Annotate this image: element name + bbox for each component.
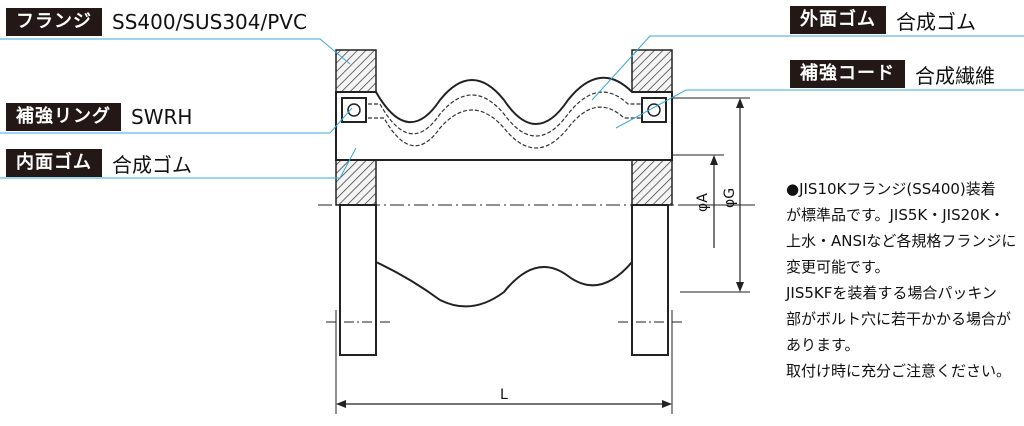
note-line: が標準品です。JIS5K・JIS20K・ bbox=[786, 206, 1005, 224]
note-line: ●JIS10Kフランジ(SS400)装着 bbox=[786, 180, 996, 198]
reinforcing-cord-material: 合成繊維 bbox=[915, 63, 995, 88]
reinforcing-cord-tag: 補強コード bbox=[790, 60, 905, 88]
note-line: JIS5KFを装着する場合パッキン bbox=[786, 284, 997, 302]
inner-rubber-material: 合成ゴム bbox=[112, 152, 192, 177]
reinforcing-cord-leader bbox=[615, 89, 1024, 129]
note-line: 取付け時に充分ご注意ください。 bbox=[786, 362, 1012, 380]
left-flange-outline bbox=[339, 204, 377, 356]
outer-rubber-label: 外面ゴム 合成ゴム bbox=[790, 6, 976, 34]
flange-tag: フランジ bbox=[6, 8, 102, 36]
note-line: 変更可能です。 bbox=[786, 258, 890, 276]
right-reinforcing-ring bbox=[641, 97, 667, 123]
flange-leader bbox=[0, 38, 351, 65]
reinforcing-ring-material: SWRH bbox=[131, 105, 193, 129]
bellows-section bbox=[335, 76, 673, 161]
outer-rubber-tag: 外面ゴム bbox=[790, 6, 886, 34]
right-flange-outline bbox=[631, 204, 669, 356]
inner-rubber-layer bbox=[344, 91, 664, 137]
outer-rubber-material: 合成ゴム bbox=[896, 9, 976, 34]
reinforcing-cord-label: 補強コード 合成繊維 bbox=[790, 60, 995, 88]
phi-a-label: φA bbox=[695, 193, 711, 212]
reinforcing-ring-tag: 補強リング bbox=[6, 103, 121, 131]
note-line: 上水・ANSIなど各規格フランジに bbox=[786, 232, 1017, 250]
bellows-outline bbox=[375, 261, 633, 308]
inner-rubber-leader bbox=[0, 147, 357, 179]
reinforcing-cord-layer bbox=[344, 106, 664, 149]
inner-rubber-label: 内面ゴム 合成ゴム bbox=[6, 149, 192, 177]
flange-label: フランジ SS400/SUS304/PVC bbox=[6, 8, 307, 36]
note-line: あります。 bbox=[786, 336, 860, 354]
note-line: 部がボルト穴に若干かかる場合が bbox=[786, 310, 1012, 328]
phi-g-label: φG bbox=[722, 188, 738, 208]
reinforcing-ring-label: 補強リング SWRH bbox=[6, 103, 192, 131]
left-reinforcing-ring bbox=[341, 97, 367, 123]
outer-rubber-leader bbox=[591, 35, 1024, 101]
flange-material: SS400/SUS304/PVC bbox=[112, 10, 307, 34]
inner-rubber-tag: 内面ゴム bbox=[6, 149, 102, 177]
specification-note: ●JIS10Kフランジ(SS400)装着 が標準品です。JIS5K・JIS20K… bbox=[786, 176, 1022, 384]
length-label: L bbox=[500, 387, 508, 403]
reinforcing-ring-leader bbox=[0, 107, 353, 134]
